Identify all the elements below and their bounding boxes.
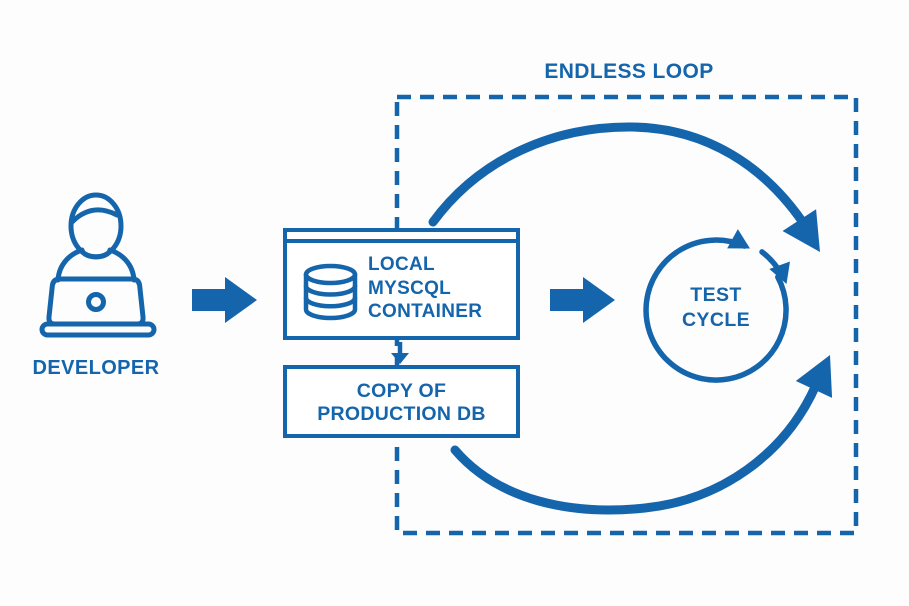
production-copy-line-1: COPY OF: [356, 380, 447, 402]
production-copy-line-2: PRODUCTION DB: [317, 403, 486, 425]
arrow-developer-to-container-icon: [192, 277, 257, 323]
production-copy-box: COPY OF PRODUCTION DB: [283, 365, 520, 438]
developer-label: DEVELOPER: [32, 357, 160, 379]
local-container-label: LOCAL MYSCQL CONTAINER: [368, 253, 482, 324]
window-titlebar: [287, 232, 516, 243]
test-cycle-line-1: TEST: [690, 284, 742, 306]
test-cycle-line-2: CYCLE: [681, 309, 751, 331]
local-container-line-3: CONTAINER: [368, 301, 483, 322]
endless-loop-title: ENDLESS LOOP: [544, 60, 714, 83]
local-container-line-1: LOCAL: [368, 254, 435, 275]
local-container-line-2: MYSCQL: [368, 277, 452, 299]
test-cycle-label: TEST CYCLE: [656, 283, 776, 333]
production-copy-label: COPY OF PRODUCTION DB: [287, 380, 516, 426]
cycle-arrows-icon: [643, 229, 790, 383]
loop-arc-bottom-icon: [450, 355, 833, 515]
developer-icon: [39, 192, 157, 338]
local-container-box: LOCAL MYSCQL CONTAINER: [283, 228, 520, 340]
arrow-container-to-cycle-icon: [550, 277, 615, 323]
arrow-container-to-copy-icon: [391, 342, 409, 364]
database-icon: [303, 263, 358, 321]
loop-arc-top-icon: [428, 122, 820, 252]
